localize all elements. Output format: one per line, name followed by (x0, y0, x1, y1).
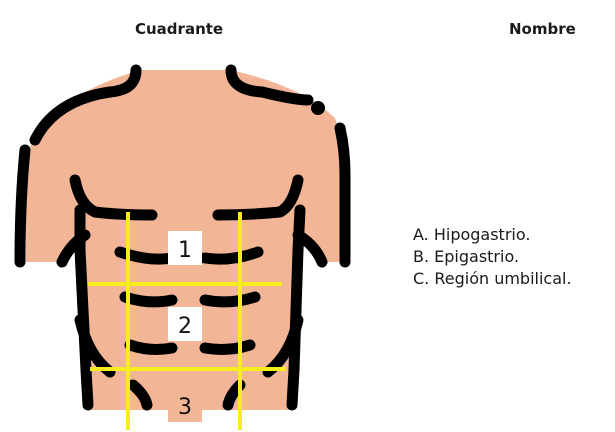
option-c: C. Región umbilical. (413, 269, 572, 288)
shoulder-dot (311, 101, 325, 115)
region-label-box-2: 2 (168, 307, 202, 341)
region-label-box-3: 3 (168, 388, 202, 422)
region-label-2: 2 (178, 314, 192, 339)
region-label-1: 1 (178, 238, 192, 263)
quadrant-header: Cuadrante (135, 20, 224, 38)
option-b: B. Epigastrio. (413, 247, 520, 266)
region-label-box-1: 1 (168, 231, 202, 265)
name-header: Nombre (509, 20, 576, 38)
quadrant-grid (88, 212, 286, 430)
option-a: A. Hipogastrio. (413, 225, 531, 244)
region-name-options: A. Hipogastrio. B. Epigastrio. C. Región… (413, 224, 572, 290)
torso-outline (14, 64, 351, 411)
region-label-3: 3 (178, 395, 192, 420)
